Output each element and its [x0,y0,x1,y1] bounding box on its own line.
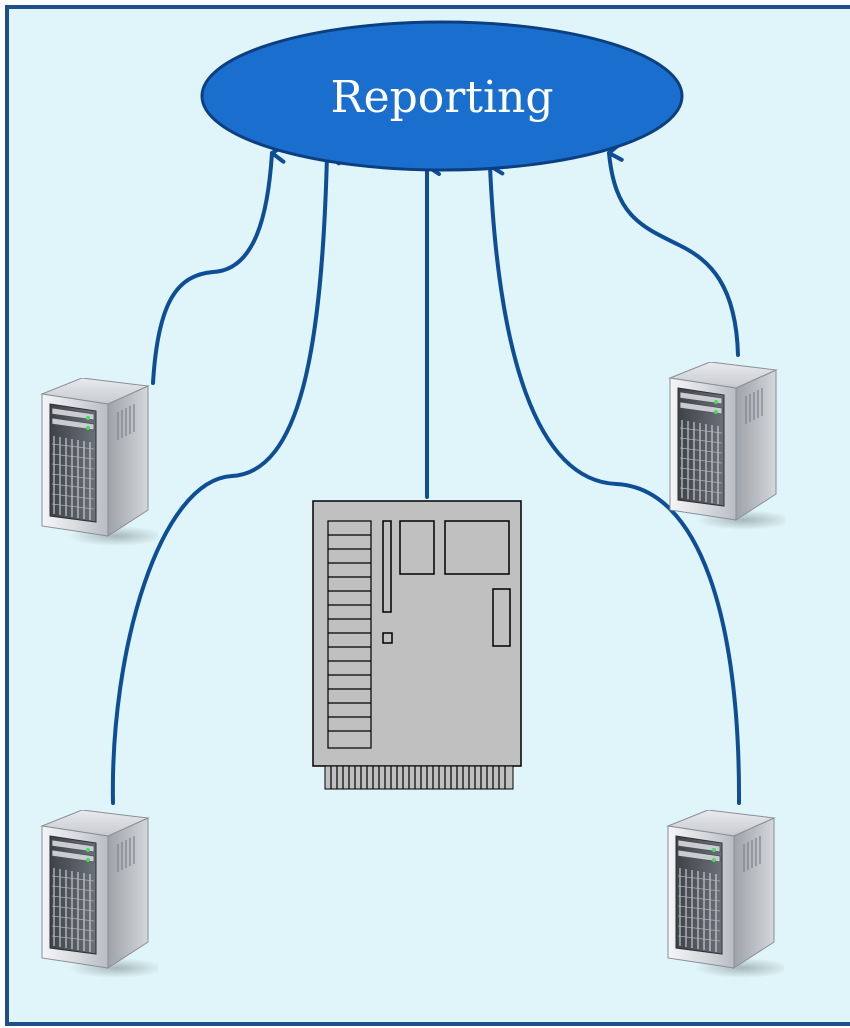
connector-top-right-server [607,141,740,357]
connector-bottom-right-server [488,155,742,805]
connector-top-left-server [151,143,287,385]
circuit-board-icon [312,500,522,790]
reporting-hub-ellipse [200,20,684,172]
reporting-hub-label: Reporting [330,72,553,123]
reporting-hub: Reporting [200,20,684,172]
connector-bottom-left-server [110,145,342,805]
connector-group [110,141,742,805]
